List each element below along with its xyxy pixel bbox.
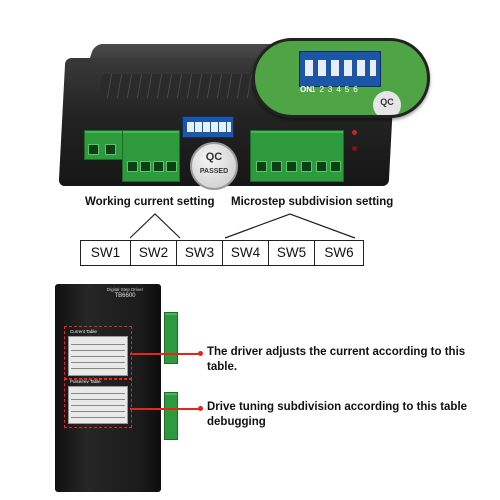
callout-subdivision-text: Drive tuning subdivision according to th… <box>207 401 468 428</box>
front-title: Digital Step Driver <box>106 287 144 292</box>
front-terminal-upper <box>164 312 178 364</box>
callout-line-current <box>130 353 202 355</box>
front-model: TB6600 <box>114 293 136 299</box>
dip-switch-zoom-bubble: ON 123456 QC <box>252 38 430 118</box>
dip-switch-block-zoomed <box>299 51 381 87</box>
qc-sticker-zoomed: QC <box>373 91 401 115</box>
on-label: ON <box>300 85 312 94</box>
current-table-image <box>68 336 128 376</box>
callout-line-subdivision <box>130 408 202 410</box>
status-led-red <box>352 130 357 135</box>
pulse-table-highlight <box>64 378 132 428</box>
qc-passed-sticker: QC PASSED <box>190 142 238 190</box>
terminal-block-left <box>122 130 180 182</box>
caption-working-current: Working current setting <box>85 196 215 208</box>
current-table-highlight <box>64 326 132 380</box>
switch-cell-sw1: SW1 <box>81 241 131 265</box>
qc-text: QC <box>205 151 223 163</box>
pulse-table-title: Pulse/rev Table <box>70 379 101 384</box>
switch-numbers: 123456 <box>311 85 362 94</box>
switch-cell-sw6: SW6 <box>324 245 354 260</box>
switch-table: SW1 SW2 SW3 SW4 SW5 SW6 <box>80 240 364 266</box>
callout-current-text: The driver adjusts the current according… <box>207 346 466 373</box>
switch-cell-sw4: SW4 <box>223 241 269 265</box>
callout-dot-current <box>198 351 203 356</box>
callout-dot-subdivision <box>198 406 203 411</box>
terminal-block-right <box>250 130 344 182</box>
switch-cell-sw3: SW3 <box>177 241 223 265</box>
switch-cell-sw2: SW2 <box>131 241 177 265</box>
status-led-dark <box>352 146 357 151</box>
front-terminal-lower <box>164 392 178 440</box>
dip-switch-block <box>182 116 234 138</box>
pulse-table-image <box>68 386 128 424</box>
terminal-block-left-small <box>84 130 124 160</box>
current-table-title: Current Table <box>70 329 97 334</box>
passed-text: PASSED <box>199 168 229 175</box>
caption-microstep: Microstep subdivision setting <box>231 196 394 208</box>
switch-cell-sw5: SW5 <box>269 241 315 265</box>
